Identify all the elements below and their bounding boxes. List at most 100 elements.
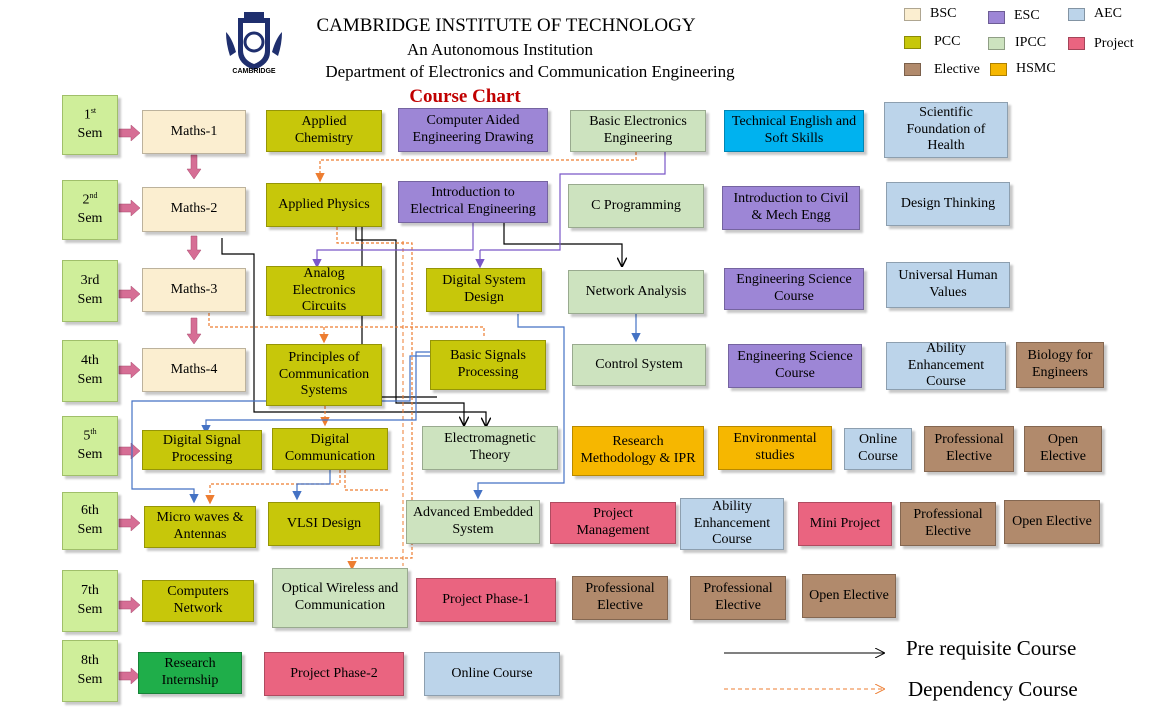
line-eee-digital — [312, 222, 474, 269]
course-engineering-science-3: Engineering Science Course — [724, 268, 864, 310]
semester-arrows — [118, 124, 202, 685]
line-dc-owc — [344, 470, 388, 491]
course-online-course-5: Online Course — [844, 428, 912, 470]
key-dependency-label: Dependency Course — [908, 677, 1078, 701]
course-professional-elective-7b: Professional Elective — [690, 576, 786, 620]
legend-swatch-aec — [1068, 8, 1085, 21]
legend-label-project: Project — [1094, 36, 1134, 51]
line-dc-vlsi — [292, 470, 331, 501]
key-prerequisite-label: Pre requisite Course — [906, 636, 1077, 660]
department-title: Department of Electronics and Communicat… — [325, 62, 735, 81]
line-bee-physics — [315, 152, 637, 183]
course-intro-electrical: Introduction to Electrical Engineering — [398, 181, 548, 223]
line-bsp-mw — [131, 355, 430, 504]
course-open-elective-7: Open Elective — [802, 574, 896, 618]
course-digital-signal-processing: Digital Signal Processing — [142, 430, 262, 470]
course-professional-elective-6: Professional Elective — [900, 502, 996, 546]
legend-label-bsc: BSC — [930, 6, 957, 21]
course-applied-chemistry: Applied Chemistry — [266, 110, 382, 152]
course-principles-communication: Principles of Communication Systems — [266, 344, 382, 406]
course-digital-communication: Digital Communication — [272, 428, 388, 470]
maths-arrow-3 — [186, 317, 202, 345]
course-basic-signals: Basic Signals Processing — [430, 340, 546, 390]
sem-arrow-7 — [118, 596, 141, 614]
legend-swatch-ipcc — [988, 37, 1005, 50]
course-vlsi-design: VLSI Design — [268, 502, 380, 546]
sem-arrow-2 — [118, 199, 141, 217]
course-professional-elective-5: Professional Elective — [924, 426, 1014, 472]
sem-arrow-1 — [118, 124, 141, 142]
line-maths2-emt — [221, 238, 486, 426]
course-biology-engineers: Biology for Engineers — [1016, 342, 1104, 388]
course-engineering-science-4: Engineering Science Course — [728, 344, 862, 388]
logo-text: CAMBRIDGE — [232, 68, 276, 75]
course-scientific-foundation: Scientific Foundation of Health — [884, 102, 1008, 158]
course-network-analysis: Network Analysis — [568, 270, 704, 314]
course-maths-4: Maths-4 — [142, 348, 246, 392]
maths-arrow-2 — [186, 235, 202, 261]
chart-title: Course Chart — [409, 86, 521, 107]
line-bee-dsd — [480, 152, 666, 251]
maths-arrow-1 — [186, 154, 202, 180]
sem-arrow-8 — [118, 667, 141, 685]
course-universal-human-values: Universal Human Values — [886, 262, 1010, 308]
course-technical-english: Technical English and Soft Skills — [724, 110, 864, 152]
line-elec-network — [503, 222, 622, 266]
sem-arrow-3 — [118, 285, 141, 303]
course-environmental-studies: Environmental studies — [718, 426, 832, 470]
line-physics-dc — [336, 227, 413, 571]
legend-label-elective: Elective — [934, 62, 980, 77]
course-open-elective-6: Open Elective — [1004, 500, 1100, 544]
course-advanced-embedded: Advanced Embedded System — [406, 500, 540, 544]
course-research-internship: Research Internship — [138, 652, 242, 694]
legend-swatch-project — [1068, 37, 1085, 50]
course-online-course-8: Online Course — [424, 652, 560, 696]
course-microwaves-antennas: Micro waves & Antennas — [144, 506, 256, 548]
course-intro-civil-mech: Introduction to Civil & Mech Engg — [722, 186, 860, 230]
course-open-elective-5: Open Elective — [1024, 426, 1102, 472]
course-design-thinking: Design Thinking — [886, 182, 1010, 226]
course-maths-3: Maths-3 — [142, 268, 246, 312]
legend-label-hsmc: HSMC — [1016, 61, 1056, 76]
course-project-phase-1: Project Phase-1 — [416, 578, 556, 622]
course-optical-wireless: Optical Wireless and Communication — [272, 568, 408, 628]
legend-label-pcc: PCC — [934, 34, 961, 49]
course-professional-elective-7a: Professional Elective — [572, 576, 668, 620]
course-ability-enhancement-4: Ability Enhancement Course — [886, 341, 1006, 390]
legend-label-aec: AEC — [1094, 6, 1122, 21]
legend-swatch-elective — [904, 63, 921, 76]
legend-label-ipcc: IPCC — [1015, 35, 1047, 50]
line-dc-mw — [205, 470, 341, 505]
legend-label-esc: ESC — [1014, 8, 1040, 23]
legend-swatch-bsc — [904, 8, 921, 21]
legend-swatch-pcc — [904, 36, 921, 49]
legend-swatch-hsmc — [990, 63, 1007, 76]
institute-logo: CAMBRIDGE — [222, 12, 286, 80]
line-maths3-pcs — [208, 313, 485, 337]
course-project-management: Project Management — [550, 502, 676, 544]
course-electromagnetic-theory: Electromagnetic Theory — [422, 426, 558, 470]
legend-swatch-esc — [988, 11, 1005, 24]
course-ability-enhancement-6: Ability Enhancement Course — [680, 498, 784, 550]
course-basic-electronics: Basic Electronics Engineering — [570, 110, 706, 152]
course-computer-aided-drawing: Computer Aided Engineering Drawing — [398, 108, 548, 152]
sem-arrow-6 — [118, 514, 141, 532]
institute-title: CAMBRIDGE INSTITUTE OF TECHNOLOGY — [316, 15, 696, 36]
course-research-methodology: Research Methodology & IPR — [572, 426, 704, 476]
course-applied-physics: Applied Physics — [266, 183, 382, 227]
course-digital-system-design: Digital System Design — [426, 268, 542, 312]
line-dsd-emb — [473, 314, 565, 500]
sem-arrow-4 — [118, 361, 141, 379]
sem-arrow-5 — [118, 442, 141, 460]
course-project-phase-2: Project Phase-2 — [264, 652, 404, 696]
line-physics-emt — [355, 227, 464, 425]
course-c-programming: C Programming — [568, 184, 704, 228]
course-analog-electronics: Analog Electronics Circuits — [266, 266, 382, 316]
